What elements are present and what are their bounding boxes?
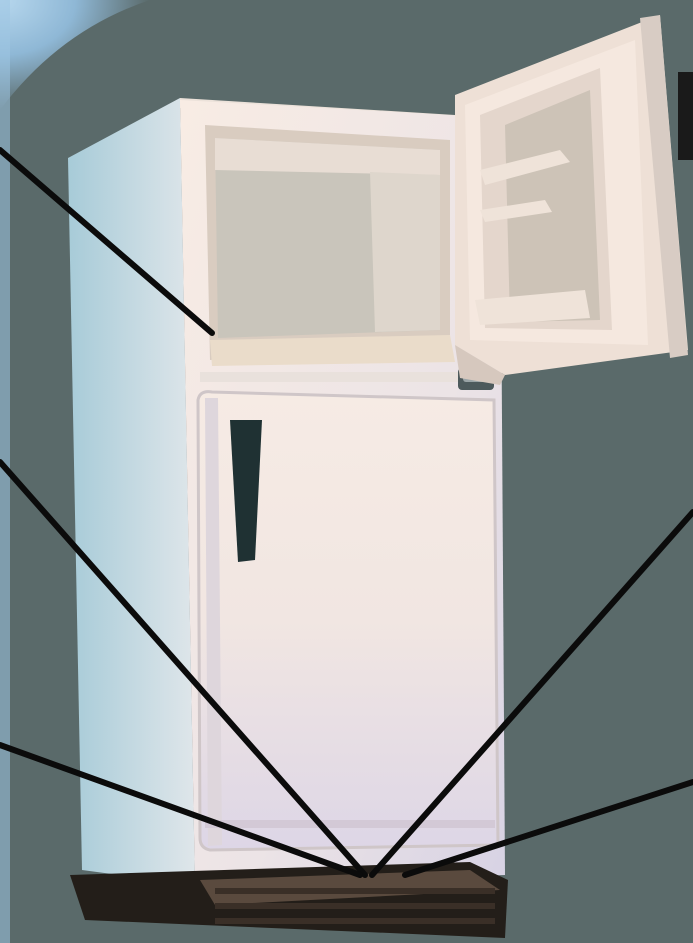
cabinet-side-panel bbox=[68, 98, 195, 885]
door-bottom-trim bbox=[205, 820, 495, 828]
door-divider bbox=[200, 372, 500, 382]
door-shadow-block bbox=[678, 72, 693, 160]
freezer-right-wall bbox=[370, 172, 440, 332]
freezer-shelf-lip bbox=[210, 335, 455, 366]
